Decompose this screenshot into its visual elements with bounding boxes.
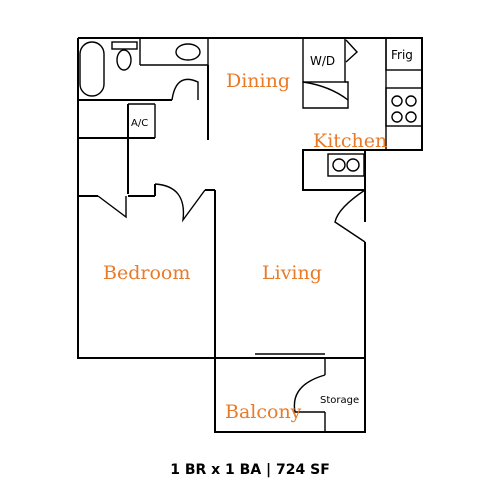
fridge-icon — [385, 37, 423, 71]
balcony-outline — [214, 353, 366, 433]
room-label-balcony: Balcony — [225, 401, 302, 423]
kitchen-sink-icon — [327, 153, 365, 177]
ac-closet — [78, 65, 209, 194]
toilet-tank-icon — [111, 41, 138, 50]
unit-summary-caption: 1 BR x 1 BA | 724 SF — [170, 462, 330, 478]
label-ac: A/C — [131, 118, 148, 129]
sink-icon — [175, 43, 201, 61]
room-label-dining: Dining — [226, 70, 290, 92]
bedroom-walls — [78, 183, 216, 358]
label-washer-dryer: W/D — [310, 54, 335, 68]
label-storage: Storage — [320, 395, 359, 406]
toilet-icon — [116, 49, 132, 71]
stove-icon — [385, 87, 423, 127]
label-fridge: Frig — [391, 48, 413, 62]
entry-door — [334, 189, 366, 243]
room-label-kitchen: Kitchen — [313, 130, 387, 152]
kitchen-appliances — [385, 37, 423, 127]
room-label-living: Living — [262, 262, 322, 284]
kitchen-counter — [302, 149, 365, 191]
room-label-bedroom: Bedroom — [103, 262, 190, 284]
bathtub-icon — [79, 41, 105, 97]
bathroom — [78, 38, 209, 101]
